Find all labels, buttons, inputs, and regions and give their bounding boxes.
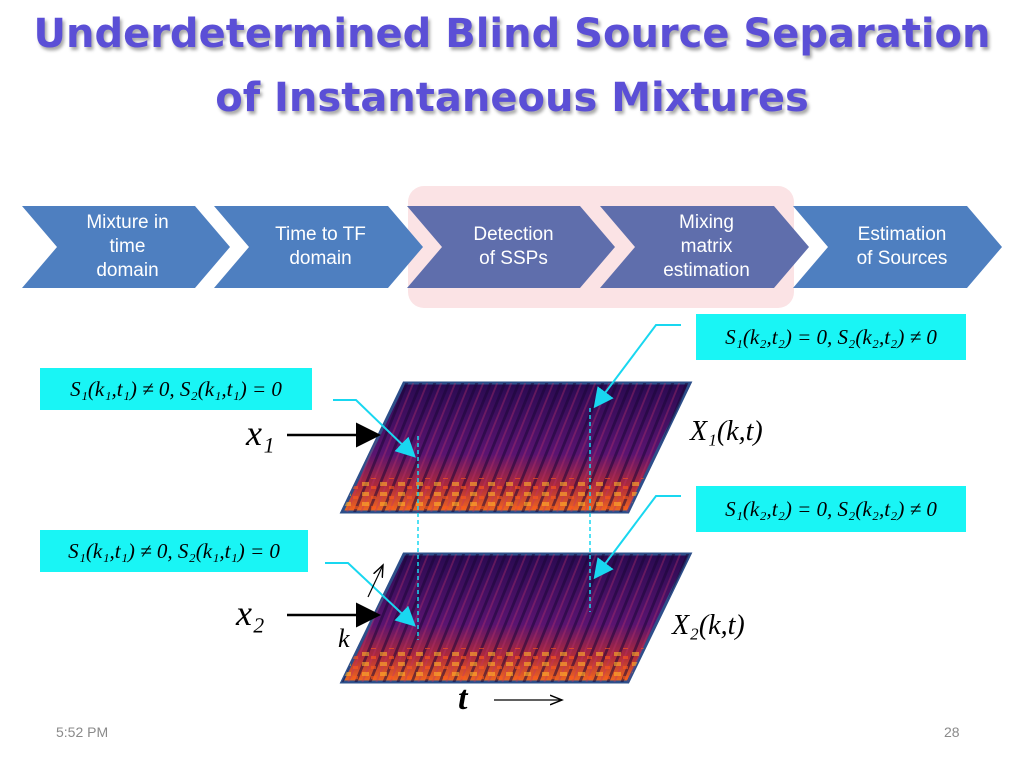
label-x2: x₂ <box>236 593 265 633</box>
equation-top-left: S₁(k₁,t₁) ≠ 0, S₂(k₁,t₁) = 0 <box>70 376 282 401</box>
footer-time: 5:52 PM <box>56 724 109 740</box>
equation-box-bottom-right: S₁(k₂,t₂) = 0, S₂(k₂,t₂) ≠ 0 <box>696 486 966 532</box>
connector-bottom-left <box>325 562 416 627</box>
chevron-step-4 <box>600 206 809 288</box>
equation-box-top-left: S₁(k₁,t₁) ≠ 0, S₂(k₁,t₁) = 0 <box>40 368 312 410</box>
equation-box-top-right: S₁(k₂,t₂) = 0, S₂(k₂,t₂) ≠ 0 <box>696 314 966 360</box>
label-x1: x₁ <box>246 413 275 453</box>
connector-top-right <box>593 324 681 409</box>
chevron-step-5 <box>793 206 1002 288</box>
equation-top-right: S₁(k₂,t₂) = 0, S₂(k₂,t₂) ≠ 0 <box>725 324 937 349</box>
equation-bottom-left: S₁(k₁,t₁) ≠ 0, S₂(k₁,t₁) = 0 <box>68 538 280 563</box>
chevron-step-3 <box>407 206 615 288</box>
pipeline-diagram <box>22 186 1002 308</box>
chevron-step-2 <box>214 206 423 288</box>
label-k: k <box>338 624 350 653</box>
slide-title-line2: of Instantaneous Mixtures <box>215 75 809 121</box>
k-axis-arrow <box>367 565 383 598</box>
label-X1: X₁(k,t) <box>690 416 763 447</box>
label-t: t <box>458 680 468 717</box>
spectrogram-x2 <box>339 552 693 684</box>
label-X2: X₂(k,t) <box>672 610 745 641</box>
slide-title-line1: Underdetermined Blind Source Separation <box>33 11 991 57</box>
chevron-step-1 <box>22 206 230 288</box>
footer-page-number: 28 <box>944 724 960 740</box>
connector-bottom-right <box>593 495 681 580</box>
equation-box-bottom-left: S₁(k₁,t₁) ≠ 0, S₂(k₁,t₁) = 0 <box>40 530 308 572</box>
connector-top-left <box>333 399 416 458</box>
equation-bottom-right: S₁(k₂,t₂) = 0, S₂(k₂,t₂) ≠ 0 <box>725 496 937 521</box>
spectrogram-x1 <box>339 381 693 514</box>
